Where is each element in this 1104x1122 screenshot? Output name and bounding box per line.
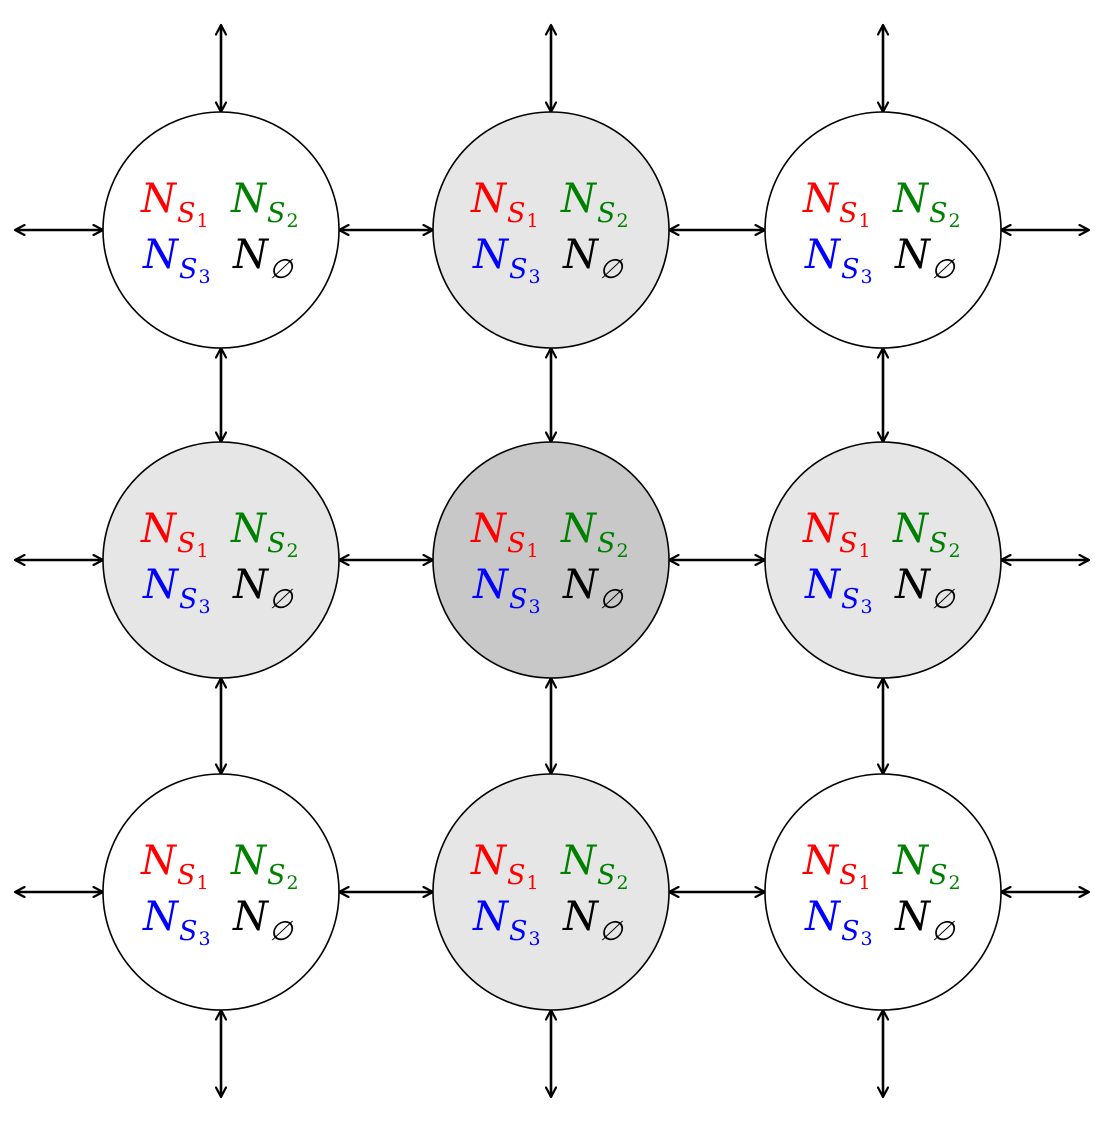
label-ns1: NS1 <box>470 838 539 894</box>
label-nempty: N∅ <box>232 232 294 285</box>
label-ns1: NS1 <box>140 506 209 562</box>
node-circle <box>102 773 340 1011</box>
label-nempty: N∅ <box>232 562 294 615</box>
label-ns2: NS2 <box>230 176 299 232</box>
label-ns2: NS2 <box>230 838 299 894</box>
node-circle <box>764 441 1002 679</box>
label-ns3: NS3 <box>472 894 541 950</box>
label-ns3: NS3 <box>804 562 873 618</box>
label-ns1: NS1 <box>470 176 539 232</box>
node-circle <box>764 111 1002 349</box>
label-ns3: NS3 <box>472 232 541 288</box>
node-circle <box>432 441 670 679</box>
label-ns1: NS1 <box>470 506 539 562</box>
label-nempty: N∅ <box>562 894 624 947</box>
label-nempty: N∅ <box>232 894 294 947</box>
node-circle <box>432 773 670 1011</box>
node-circle <box>764 773 1002 1011</box>
node-circle <box>102 111 340 349</box>
label-nempty: N∅ <box>562 562 624 615</box>
label-ns1: NS1 <box>140 838 209 894</box>
label-nempty: N∅ <box>894 894 956 947</box>
label-ns1: NS1 <box>802 506 871 562</box>
label-nempty: N∅ <box>894 562 956 615</box>
label-ns1: NS1 <box>802 838 871 894</box>
label-ns1: NS1 <box>802 176 871 232</box>
label-nempty: N∅ <box>894 232 956 285</box>
label-ns2: NS2 <box>560 506 629 562</box>
label-ns2: NS2 <box>560 838 629 894</box>
arrows-layer <box>15 25 1089 1097</box>
label-ns1: NS1 <box>140 176 209 232</box>
label-ns3: NS3 <box>142 894 211 950</box>
label-ns3: NS3 <box>804 232 873 288</box>
label-ns3: NS3 <box>142 232 211 288</box>
node-circle <box>102 441 340 679</box>
label-ns2: NS2 <box>892 838 961 894</box>
label-ns2: NS2 <box>230 506 299 562</box>
label-nempty: N∅ <box>562 232 624 285</box>
label-ns3: NS3 <box>142 562 211 618</box>
label-ns2: NS2 <box>892 506 961 562</box>
label-ns2: NS2 <box>892 176 961 232</box>
node-circle <box>432 111 670 349</box>
label-ns3: NS3 <box>804 894 873 950</box>
label-ns2: NS2 <box>560 176 629 232</box>
label-ns3: NS3 <box>472 562 541 618</box>
